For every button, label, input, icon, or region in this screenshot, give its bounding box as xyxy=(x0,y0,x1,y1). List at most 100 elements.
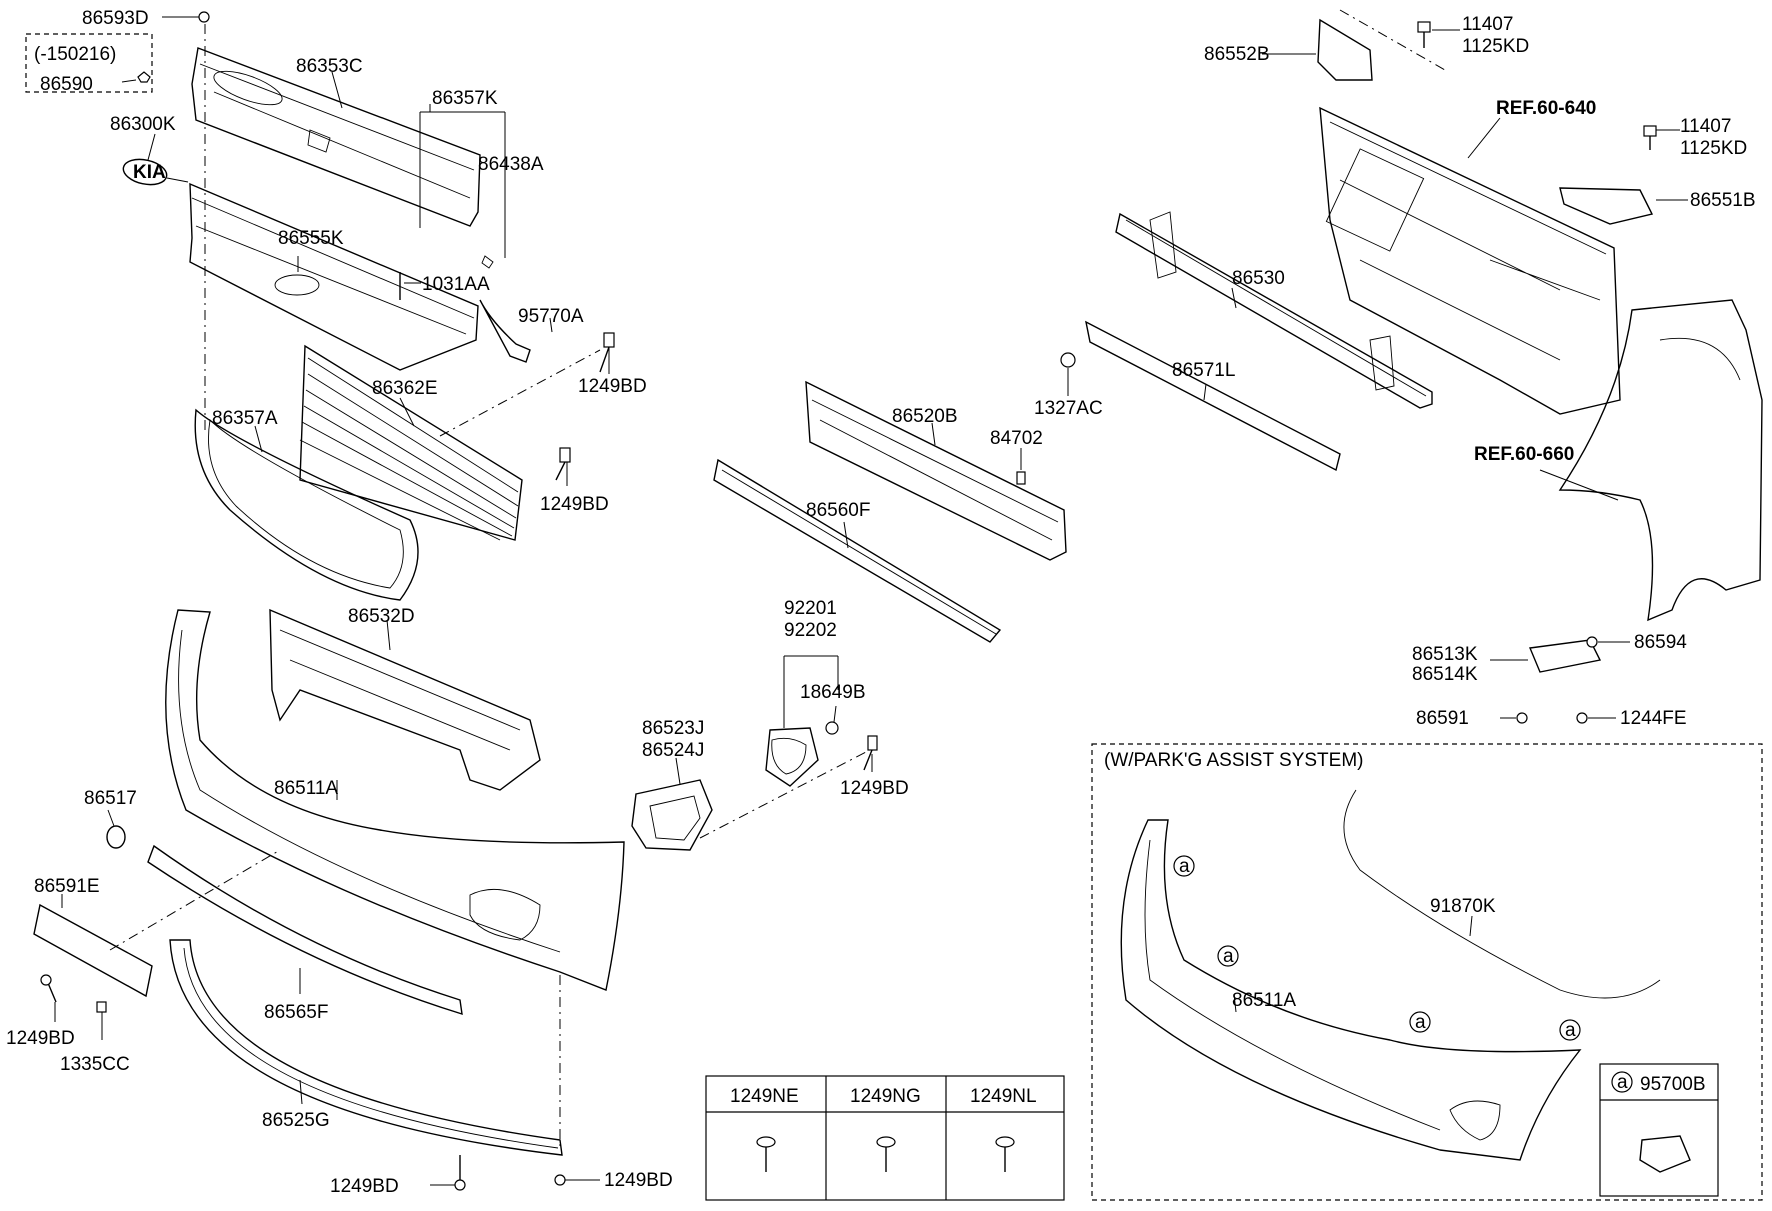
label-150216: (-150216) xyxy=(34,44,116,65)
screw-icon-1249nl xyxy=(995,1136,1015,1172)
variant-box xyxy=(25,33,153,93)
label-86517: 86517 xyxy=(84,788,137,809)
screw-icon-1249ne xyxy=(756,1136,776,1172)
callout-a-2: a xyxy=(1223,946,1234,967)
label-86511a: 86511A xyxy=(274,778,338,799)
label-95700b: 95700B xyxy=(1640,1074,1706,1095)
label-86362e: 86362E xyxy=(372,378,438,399)
screw-1244fe[interactable] xyxy=(1576,712,1588,724)
garnish-86565f[interactable] xyxy=(147,844,463,1015)
grille-assembly-group: KIA xyxy=(25,11,615,601)
label-1031aa: 1031AA xyxy=(422,274,490,295)
sensor-95770a[interactable] xyxy=(479,299,531,363)
clip-86594[interactable] xyxy=(1586,636,1598,648)
bulb-18649b[interactable] xyxy=(825,721,839,735)
grille-base-86555k[interactable] xyxy=(189,182,479,371)
bolt-11407-top[interactable] xyxy=(1417,21,1431,33)
bumper-cover-86511a-inset[interactable] xyxy=(1120,819,1582,1161)
label-86520b: 86520B xyxy=(892,406,958,427)
label-86353c: 86353C xyxy=(296,56,363,77)
label-92201: 92201 xyxy=(784,598,837,619)
callout-a-4: a xyxy=(1565,1020,1576,1041)
label-86591e: 86591E xyxy=(34,876,100,897)
label-1125kd-a: 1125KD xyxy=(1462,36,1529,57)
label-86555k: 86555K xyxy=(278,228,344,249)
sensor-callout-a-4[interactable] xyxy=(1559,1019,1581,1041)
part-labels: 86593D (-150216) 86590 86353C 86357K 863… xyxy=(6,8,1756,1197)
label-86530: 86530 xyxy=(1232,268,1285,289)
label-11407-b: 11407 xyxy=(1680,116,1731,137)
absorber-foglamp-group xyxy=(631,380,1067,851)
sensor-callout-a-2[interactable] xyxy=(1217,945,1239,967)
fender-bracket-86513k[interactable] xyxy=(1529,639,1602,673)
label-1335cc: 1335CC xyxy=(60,1054,130,1075)
energy-absorber-86520b[interactable] xyxy=(805,380,1067,561)
sensor-95700b[interactable] xyxy=(1639,1135,1691,1173)
kia-emblem-86300k[interactable] xyxy=(121,156,169,189)
label-86524j: 86524J xyxy=(642,740,704,761)
label-86357k: 86357K xyxy=(432,88,498,109)
sensor-callout-a-1[interactable] xyxy=(1173,855,1195,877)
lower-grille-86362e[interactable] xyxy=(299,344,523,541)
bolt-11407-right[interactable] xyxy=(1643,125,1657,137)
lower-grille-86560f[interactable] xyxy=(713,458,1002,643)
sensor-callout-a-3[interactable] xyxy=(1409,1011,1431,1033)
park-assist-inset xyxy=(1091,743,1763,1201)
screw-table xyxy=(705,1075,1065,1201)
callout-a-1: a xyxy=(1179,856,1190,877)
screw-icon-1249ng xyxy=(876,1136,896,1172)
table-header-1249ng: 1249NG xyxy=(850,1086,921,1107)
harness-91870k[interactable] xyxy=(1343,789,1661,999)
front-end-carrier-ref-60-640[interactable] xyxy=(1319,106,1621,415)
bumper-cover-86511a[interactable] xyxy=(165,609,625,991)
label-park-assist: (W/PARK'G ASSIST SYSTEM) xyxy=(1104,750,1363,771)
clip-86590[interactable] xyxy=(137,71,151,83)
screw-1249bd-bottom-left[interactable] xyxy=(454,1179,466,1191)
clip-84702[interactable] xyxy=(1016,471,1026,485)
front-bumper-group xyxy=(33,608,625,1191)
label-86593d: 86593D xyxy=(82,8,149,29)
nut-1335cc[interactable] xyxy=(96,1001,107,1013)
label-86571l: 86571L xyxy=(1172,360,1235,381)
bracket-86551b[interactable] xyxy=(1559,187,1654,225)
label-1249bd-d: 1249BD xyxy=(330,1176,399,1197)
license-bracket-86591e[interactable] xyxy=(33,903,153,998)
label-1249bd-f: 1249BD xyxy=(840,778,909,799)
screw-86593d[interactable] xyxy=(198,11,210,23)
bumper-bracket-86532d[interactable] xyxy=(269,608,541,791)
bolt-1249bd-upper[interactable] xyxy=(603,332,615,348)
screw-86591[interactable] xyxy=(1516,712,1528,724)
sensor-legend-box xyxy=(1599,1063,1719,1197)
upper-cover-86353c[interactable] xyxy=(191,47,481,227)
reinforcement-86530[interactable] xyxy=(1115,212,1433,409)
tow-cap-86517[interactable] xyxy=(106,825,126,849)
lower-lip-86525g[interactable] xyxy=(169,939,563,1156)
fog-bezel-86523j[interactable] xyxy=(631,779,713,851)
screw-1249bd-bottom-right[interactable] xyxy=(554,1174,566,1186)
label-86565f: 86565F xyxy=(264,1002,328,1023)
label-86551b: 86551B xyxy=(1690,190,1756,211)
bolt-1249bd-grille[interactable] xyxy=(559,447,571,463)
lower-stiffener-86571l[interactable] xyxy=(1085,320,1341,472)
fog-lamp-92201[interactable] xyxy=(765,727,819,787)
label-1249bd-b: 1249BD xyxy=(540,494,609,515)
label-ref-60-660: REF.60-660 xyxy=(1474,444,1574,465)
table-header-1249ne: 1249NE xyxy=(730,1086,799,1107)
bracket-86552b[interactable] xyxy=(1317,18,1373,81)
label-18649b: 18649B xyxy=(800,682,866,703)
label-86525g: 86525G xyxy=(262,1110,330,1131)
label-86591: 86591 xyxy=(1416,708,1469,729)
label-86511a-inset: 86511A xyxy=(1232,990,1296,1011)
svg-text:KIA: KIA xyxy=(133,162,166,183)
label-91870k: 91870K xyxy=(1430,896,1496,917)
callout-a-legend: a xyxy=(1617,1072,1628,1093)
nut-1327ac[interactable] xyxy=(1060,352,1076,368)
label-86560f: 86560F xyxy=(806,500,870,521)
carrier-reinforcement-group xyxy=(1060,9,1688,472)
label-1249bd-c: 1249BD xyxy=(6,1028,75,1049)
fender-ref-60-660[interactable] xyxy=(1558,299,1763,622)
park-assist-box xyxy=(1091,743,1763,1201)
grille-frame-86357a[interactable] xyxy=(194,408,419,601)
bolt-1249bd-foglamp[interactable] xyxy=(867,735,878,751)
